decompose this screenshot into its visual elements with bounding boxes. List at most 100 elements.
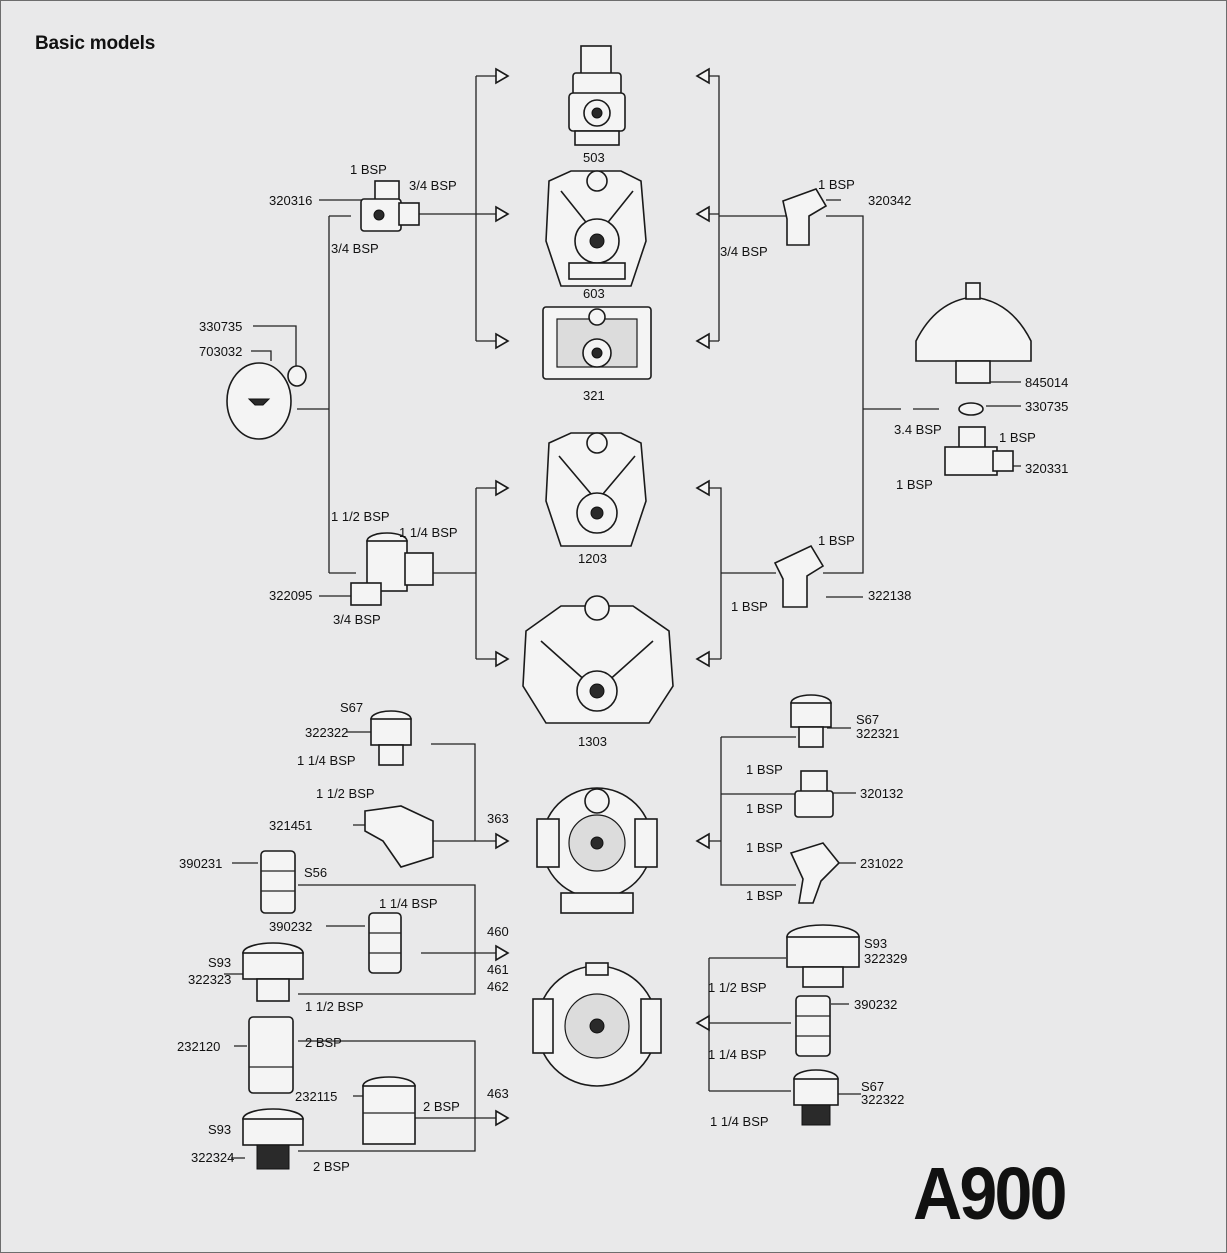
section-heading: Basic models	[35, 33, 156, 54]
label-463: 463	[487, 1086, 509, 1101]
pump-1203	[545, 432, 647, 547]
fitting-330735-oring-right	[958, 402, 984, 416]
code-322321: 322321	[856, 726, 899, 741]
thread-label: 1 1/2 BSP	[708, 980, 767, 995]
fitting-type-label: S93	[208, 1122, 231, 1137]
fitting-type-label: S67	[861, 1079, 884, 1094]
thread-label: 1 BSP	[818, 533, 855, 548]
code-321451: 321451	[269, 818, 312, 833]
label-1203: 1203	[578, 551, 607, 566]
series-title: A900	[913, 1152, 1067, 1235]
code-322322-left: 322322	[305, 725, 348, 740]
thread-label: 2 BSP	[423, 1099, 460, 1114]
fitting-322321-s67-right	[790, 694, 832, 748]
code-320342: 320342	[868, 193, 911, 208]
pump-1303	[522, 595, 674, 724]
code-390232-left: 390232	[269, 919, 312, 934]
code-322095: 322095	[269, 588, 312, 603]
fitting-320132	[794, 770, 834, 818]
code-390231: 390231	[179, 856, 222, 871]
code-322324: 322324	[191, 1150, 234, 1165]
fitting-322324-s93	[242, 1108, 304, 1170]
fitting-231022	[789, 842, 841, 904]
label-462: 462	[487, 979, 509, 994]
code-330735-right: 330735	[1025, 399, 1068, 414]
fitting-type-label: S67	[856, 712, 879, 727]
code-322323: 322323	[188, 972, 231, 987]
thread-label: 1 BSP	[350, 162, 387, 177]
thread-label: 2 BSP	[305, 1035, 342, 1050]
code-322138: 322138	[868, 588, 911, 603]
thread-label: 1 1/4 BSP	[399, 525, 458, 540]
fitting-232120	[248, 1016, 294, 1094]
thread-label: 1 1/4 BSP	[379, 896, 438, 911]
code-231022: 231022	[860, 856, 903, 871]
code-322329: 322329	[864, 951, 907, 966]
thread-label: 3/4 BSP	[720, 244, 768, 259]
code-320132: 320132	[860, 786, 903, 801]
thread-label: 1 1/4 BSP	[708, 1047, 767, 1062]
connector-lines	[224, 75, 1021, 1159]
thread-label: 1 1/4 BSP	[297, 753, 356, 768]
fitting-320342-elbow	[782, 188, 828, 246]
code-320331: 320331	[1025, 461, 1068, 476]
fitting-390231	[260, 850, 296, 914]
part-codes: 320316 330735 703032 322095 320342 84501…	[177, 193, 1068, 1165]
fitting-321451-elbow	[364, 805, 434, 868]
thread-label: 1 BSP	[818, 177, 855, 192]
thread-label: 3/4 BSP	[409, 178, 457, 193]
fitting-322322-s67-left	[370, 710, 412, 766]
label-363: 363	[487, 811, 509, 826]
thread-label: 3/4 BSP	[333, 612, 381, 627]
fitting-322138-elbow	[773, 544, 825, 608]
fitting-type-label: S56	[304, 865, 327, 880]
thread-label: 1 1/2 BSP	[331, 509, 390, 524]
code-330735-left: 330735	[199, 319, 242, 334]
thread-label: 1 BSP	[746, 801, 783, 816]
flow-arrows	[495, 67, 710, 1127]
label-503: 503	[583, 150, 605, 165]
thread-label: 1 BSP	[731, 599, 768, 614]
fitting-330735-oring	[287, 365, 307, 387]
pump-460-series	[532, 962, 662, 1087]
code-845014: 845014	[1025, 375, 1068, 390]
fitting-type-label: S93	[208, 955, 231, 970]
thread-label: 1 BSP	[896, 477, 933, 492]
code-322322-right: 322322	[861, 1092, 904, 1107]
fitting-320316-tee	[360, 180, 420, 232]
fitting-type-label: S67	[340, 700, 363, 715]
thread-label: 2 BSP	[313, 1159, 350, 1174]
thread-label: 1 BSP	[746, 840, 783, 855]
fitting-type-label: S93	[864, 936, 887, 951]
label-461: 461	[487, 962, 509, 977]
code-320316: 320316	[269, 193, 312, 208]
fitting-845014-accumulator	[915, 282, 1032, 384]
fitting-320331-tee	[944, 426, 1014, 476]
thread-label: 1 BSP	[999, 430, 1036, 445]
pump-603	[545, 170, 647, 287]
thread-label: 1 1/2 BSP	[305, 999, 364, 1014]
code-390232-right: 390232	[854, 997, 897, 1012]
fitting-322095-tee	[350, 532, 434, 606]
code-232120: 232120	[177, 1039, 220, 1054]
thread-label: 3.4 BSP	[894, 422, 942, 437]
label-603: 603	[583, 286, 605, 301]
pump-503	[568, 45, 626, 146]
label-460: 460	[487, 924, 509, 939]
thread-label: 1 1/2 BSP	[316, 786, 375, 801]
pump-363	[536, 787, 658, 914]
label-321: 321	[583, 388, 605, 403]
fitting-703032-cover	[226, 362, 292, 440]
thread-label: 1 BSP	[746, 888, 783, 903]
thread-label: 1 1/4 BSP	[710, 1114, 769, 1129]
fitting-322322-s67-right	[793, 1069, 839, 1126]
fitting-type-labels: S67 S56 S93 S93 S67 S93 S67	[208, 700, 887, 1137]
fitting-390232-right	[795, 995, 831, 1057]
code-232115: 232115	[295, 1089, 337, 1104]
pump-321	[542, 306, 652, 380]
fitting-322323-s93	[242, 942, 304, 1002]
pump-labels: 503 603 321 1203 1303 363 460 461 462 46…	[487, 150, 607, 1101]
label-1303: 1303	[578, 734, 607, 749]
